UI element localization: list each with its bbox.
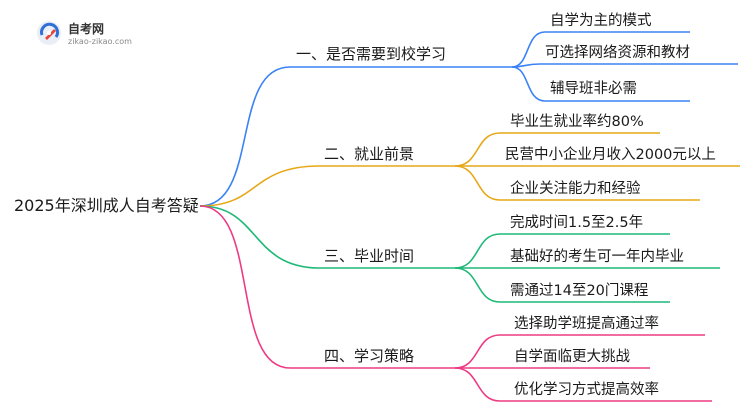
branch-label-1: 一、是否需要到校学习 (296, 45, 447, 63)
leaf-2-3: 企业关注能力和经验 (510, 181, 641, 197)
branch-label-4: 四、学习策略 (324, 347, 415, 365)
logo-badge-icon (37, 21, 61, 45)
logo-title: 自考网 (68, 22, 105, 36)
logo-url: zikao-zikao.com (68, 37, 132, 46)
leaf-1-2: 可选择网络资源和教材 (545, 45, 690, 61)
leaf-3-1: 完成时间1.5至2.5年 (510, 215, 644, 231)
leaf-3-3: 需通过14至20门课程 (510, 283, 649, 299)
edge-b1-leaf-1 (511, 31, 690, 68)
edge-b3-leaf-3 (454, 267, 670, 303)
edge-root-branch-3 (199, 205, 455, 269)
leaf-3-2: 基础好的考生可一年内毕业 (510, 249, 684, 265)
edge-b2-leaf-3 (454, 165, 700, 201)
leaf-1-1: 自学为主的模式 (550, 13, 652, 29)
edge-root-branch-2 (199, 165, 455, 207)
edge-b4-leaf-1 (454, 334, 705, 369)
leaf-1-3: 辅导班非必需 (550, 81, 637, 97)
branch-label-2: 二、就业前景 (324, 145, 415, 163)
leaf-2-2: 民营中小企业月收入2000元以上 (505, 147, 716, 163)
edge-root-branch-1 (199, 66, 512, 207)
edge-b1-leaf-2 (511, 63, 738, 68)
site-logo[interactable]: 自考网 zikao-zikao.com (36, 18, 146, 52)
branch-label-3: 三、毕业时间 (324, 247, 415, 265)
leaf-4-1: 选择助学班提高通过率 (514, 316, 659, 332)
edge-b1-leaf-3 (511, 66, 690, 102)
edge-b2-leaf-1 (454, 132, 660, 167)
edge-b4-leaf-3 (454, 367, 712, 402)
edge-b3-leaf-1 (454, 233, 670, 269)
leaf-2-1: 毕业生就业率约80% (510, 114, 644, 130)
leaf-4-2: 自学面临更大挑战 (514, 349, 630, 365)
edge-root-branch-4 (199, 205, 455, 369)
leaf-4-3: 优化学习方式提高效率 (514, 382, 659, 398)
root-node: 2025年深圳成人自考答疑 (14, 196, 199, 215)
